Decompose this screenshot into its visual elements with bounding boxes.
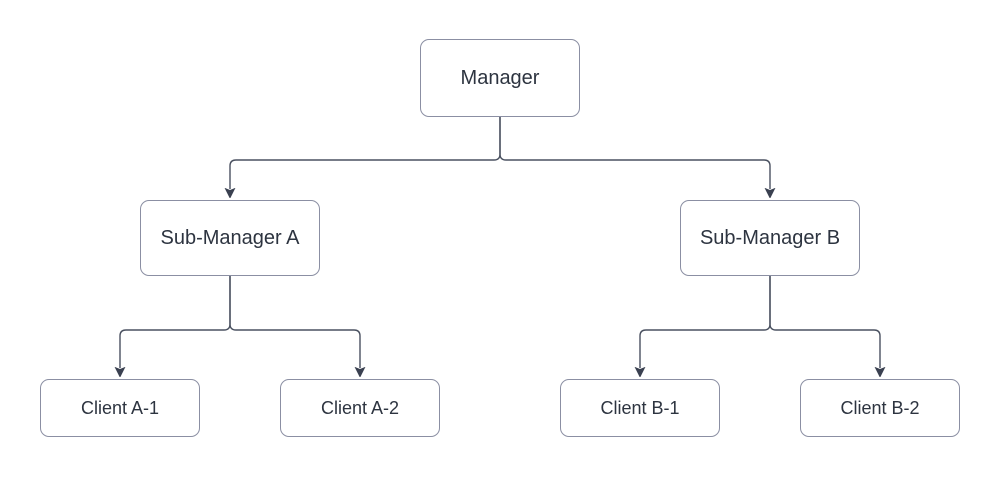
edge-sub-manager-a-to-client-a-1 xyxy=(120,276,231,368)
node-sub-manager-b-label: Sub-Manager B xyxy=(699,227,841,249)
node-client-a-2[interactable]: Client A-2 xyxy=(280,379,440,437)
node-client-b-1[interactable]: Client B-1 xyxy=(560,379,720,437)
edge-sub-manager-b-to-client-b-1 xyxy=(640,276,771,368)
edge-sub-manager-a-to-client-a-2 xyxy=(229,276,360,368)
node-manager[interactable]: Manager xyxy=(420,39,580,117)
node-client-a-2-label: Client A-2 xyxy=(320,398,400,418)
edge-manager-to-sub-manager-b xyxy=(499,117,770,189)
edge-sub-manager-b-to-client-b-2 xyxy=(769,276,880,368)
node-sub-manager-a-label: Sub-Manager A xyxy=(160,227,300,249)
node-client-b-1-label: Client B-1 xyxy=(600,398,680,418)
node-client-a-1[interactable]: Client A-1 xyxy=(40,379,200,437)
node-client-b-2-label: Client B-2 xyxy=(840,398,920,418)
node-client-b-2[interactable]: Client B-2 xyxy=(800,379,960,437)
node-sub-manager-a[interactable]: Sub-Manager A xyxy=(140,200,320,276)
node-client-a-1-label: Client A-1 xyxy=(80,398,160,418)
node-manager-label: Manager xyxy=(460,67,540,89)
edge-manager-to-sub-manager-a xyxy=(230,117,501,189)
node-sub-manager-b[interactable]: Sub-Manager B xyxy=(680,200,860,276)
